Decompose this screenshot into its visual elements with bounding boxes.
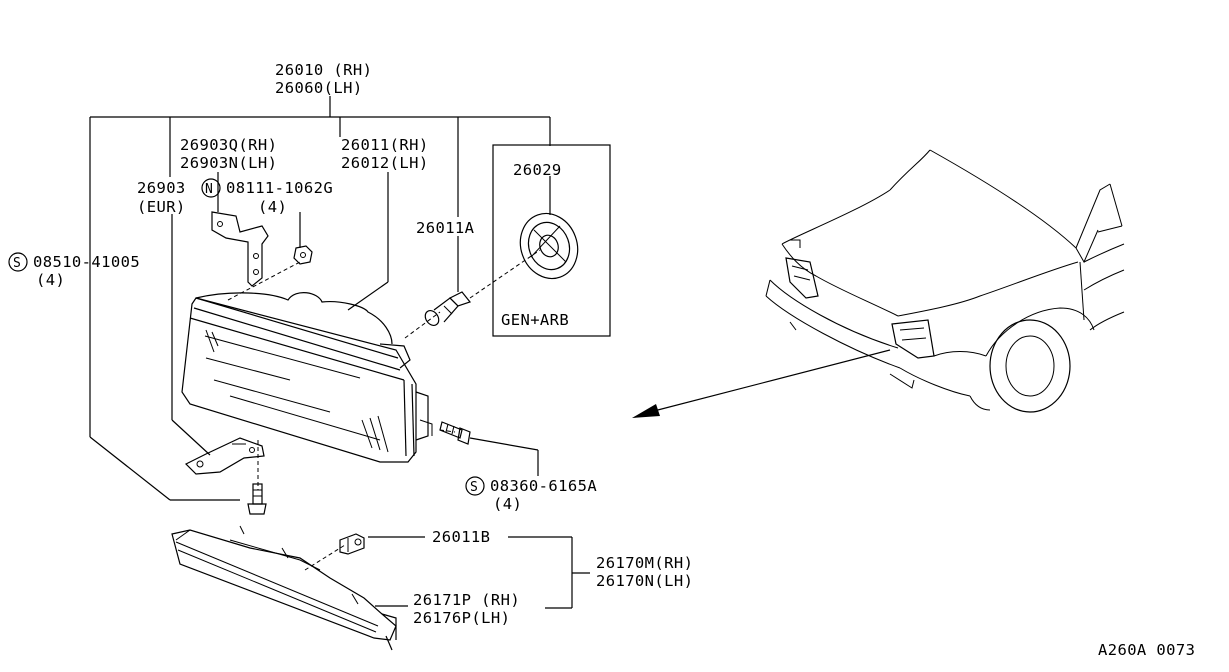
label-side-bulb: 26011B — [432, 528, 490, 546]
screw-right-symbol: S — [470, 480, 478, 495]
bulb-cap-box — [492, 144, 611, 337]
bulb-cap-icon — [519, 212, 579, 280]
eur-bracket-icon — [184, 437, 265, 475]
car-front-icon — [765, 149, 1125, 413]
screw-left-symbol: S — [13, 256, 21, 271]
label-bracket-lh: 26903N(LH) — [180, 154, 277, 172]
bulb-icon — [424, 291, 472, 327]
label-nut-part: 08111-1062G — [226, 179, 333, 197]
mounting-bracket-icon — [211, 211, 269, 287]
label-screw-left-part: 08510-41005 — [33, 253, 140, 271]
label-bulb-cap: 26029 — [513, 161, 562, 179]
label-bracket-eur: 26903 — [137, 179, 186, 197]
label-housing-rh: 26011(RH) — [341, 136, 429, 154]
nut-icon — [293, 245, 313, 265]
label-assembly-lh: 26060(LH) — [275, 79, 363, 97]
symbol-circle-screw-left — [8, 252, 28, 272]
screw-right-icon — [439, 421, 471, 445]
part-labels: 26010 (RH) 26060(LH) 26903Q(RH) 26903N(L… — [13, 61, 1195, 659]
label-assembly-rh: 26010 (RH) — [275, 61, 372, 79]
label-lens-lh: 26176P(LH) — [413, 609, 510, 627]
label-housing-lh: 26012(LH) — [341, 154, 429, 172]
diagram-code: A260A 0073 — [1098, 641, 1195, 659]
leader-lines — [89, 96, 590, 609]
label-screw-right-qty: (4) — [493, 495, 522, 513]
label-screw-right-part: 08360-6165A — [490, 477, 597, 495]
label-side-lamp-rh: 26170M(RH) — [596, 554, 693, 572]
label-nut-qty: (4) — [258, 198, 287, 216]
label-eur: (EUR) — [137, 198, 186, 216]
label-bracket-rh: 26903Q(RH) — [180, 136, 277, 154]
side-bulb-icon — [339, 533, 365, 555]
label-side-lamp-lh: 26170N(LH) — [596, 572, 693, 590]
symbol-circle-screw-right — [465, 476, 485, 496]
label-bulb: 26011A — [416, 219, 475, 237]
screw-left-icon — [247, 483, 267, 515]
location-arrow — [632, 349, 891, 418]
symbol-circle-nut — [201, 178, 221, 198]
label-screw-left-qty: (4) — [36, 271, 65, 289]
label-lens-rh: 26171P (RH) — [413, 591, 520, 609]
nut-symbol: N — [205, 182, 213, 197]
side-lamp-icon — [171, 525, 397, 651]
label-gen-arb: GEN+ARB — [501, 311, 569, 329]
headlamp-icon — [181, 292, 433, 463]
